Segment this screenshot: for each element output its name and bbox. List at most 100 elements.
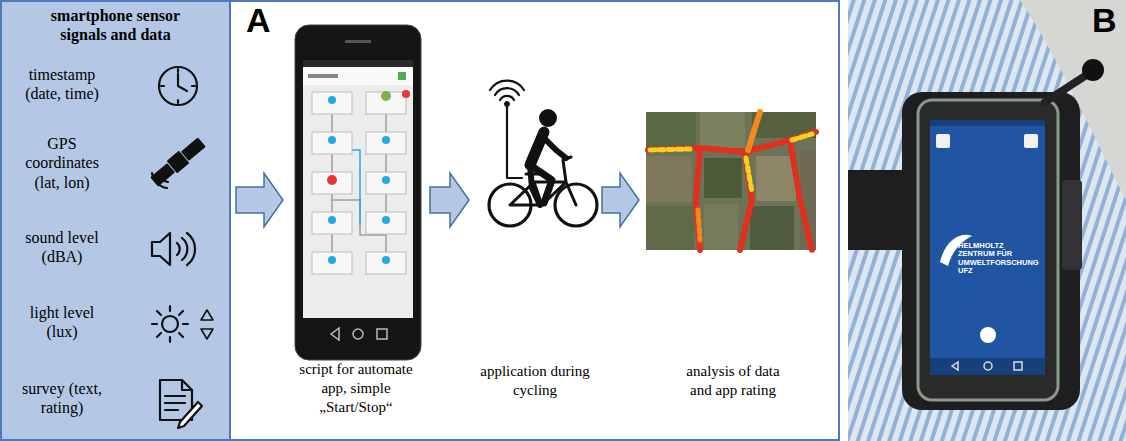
clock-icon	[159, 67, 197, 105]
cyclist-icon	[542, 136, 566, 158]
armband-photo	[984, 362, 992, 370]
clock-icon	[178, 74, 187, 91]
step-caption: application during cycling	[479, 362, 591, 400]
map-thumbnail	[650, 149, 690, 150]
smartphone-illustration	[382, 136, 390, 144]
armband-photo	[918, 100, 1058, 400]
sensor-item: sound level (dBA)	[14, 228, 110, 266]
step-caption: script for automate app, simple „Start/S…	[290, 360, 422, 416]
smartphone-illustration	[382, 256, 390, 264]
cyclist-icon	[500, 96, 514, 100]
armband-photo	[1082, 59, 1104, 81]
armband-photo	[930, 120, 1045, 375]
sun-icon	[201, 310, 213, 339]
map-thumbnail	[750, 206, 794, 250]
smartphone-illustration	[377, 329, 387, 339]
block-arrow	[430, 173, 469, 227]
cyclist-icon	[510, 157, 576, 205]
map-thumbnail	[748, 112, 760, 150]
smartphone-illustration	[353, 329, 363, 339]
armband-photo	[980, 327, 996, 343]
screen-logo-text: HELMHOLTZ ZENTRUM FÜR UMWELTFORSCHUNG UF…	[958, 242, 1042, 275]
map-thumbnail	[790, 140, 812, 250]
map-thumbnail	[648, 112, 816, 250]
sensor-item: GPS coordinates (lat, lon)	[14, 134, 110, 192]
smartphone-illustration	[402, 90, 410, 98]
cyclist-icon	[495, 88, 519, 95]
smartphone-illustration	[366, 92, 406, 114]
speaker-icon	[152, 233, 195, 265]
speaker-icon	[152, 233, 170, 265]
armband-photo	[902, 92, 1080, 410]
sensor-item: light level (lux)	[14, 303, 110, 341]
panel-title: smartphone sensor signals and data	[28, 6, 204, 44]
armband-photo	[1024, 134, 1038, 148]
smartphone-illustration	[312, 92, 352, 114]
armband-photo	[848, 0, 1126, 441]
process-step: analysis of data and app rating	[643, 100, 823, 400]
smartphone-illustration	[328, 96, 390, 264]
smartphone-illustration	[295, 25, 421, 360]
map-thumbnail	[746, 158, 752, 192]
sun-icon	[152, 306, 188, 342]
smartphone-illustration	[328, 96, 336, 104]
clock-icon	[161, 69, 195, 103]
map-thumbnail	[700, 112, 745, 148]
sensor-panel: smartphone sensor signals and data timest…	[0, 0, 231, 441]
map-thumbnail	[756, 156, 796, 201]
step-caption: analysis of data and app rating	[684, 362, 782, 400]
smartphone-illustration	[295, 25, 421, 360]
panel-letter: B	[1092, 2, 1117, 39]
process-step: script for automate app, simple „Start/S…	[287, 20, 425, 416]
armband-photo	[952, 362, 1022, 370]
armband-photo	[930, 358, 1045, 375]
satellite-icon	[151, 137, 206, 186]
smartphone-illustration	[345, 40, 371, 43]
smartphone-illustration	[398, 72, 406, 80]
satellite-icon	[152, 172, 168, 188]
smartphone-illustration	[303, 67, 413, 85]
map-thumbnail	[696, 148, 700, 250]
smartphone-illustration	[303, 60, 413, 318]
cyclist-icon	[539, 109, 557, 127]
map-thumbnail	[646, 112, 696, 148]
smartphone-illustration	[366, 172, 406, 194]
armband-photo	[952, 362, 958, 370]
smartphone-illustration	[352, 150, 360, 225]
smartphone-illustration	[366, 132, 406, 154]
sensor-item: survey (text, rating)	[14, 379, 110, 417]
block-arrow	[602, 173, 639, 227]
smartphone-illustration	[312, 172, 352, 194]
smartphone-illustration	[312, 212, 352, 234]
smartphone-illustration	[303, 60, 413, 67]
armband-photo	[1062, 180, 1082, 270]
cyclist-icon	[507, 106, 522, 178]
map-thumbnail	[698, 210, 700, 240]
map-thumbnail	[704, 158, 742, 198]
smartphone-illustration	[312, 92, 406, 274]
survey-icon	[178, 402, 202, 428]
cyclist-icon	[489, 81, 597, 226]
satellite-icon	[151, 137, 206, 188]
smartphone-illustration	[327, 175, 337, 185]
smartphone-illustration	[328, 256, 336, 264]
smartphone-illustration	[382, 176, 390, 184]
map-thumbnail	[792, 134, 812, 140]
process-step: application during cycling	[473, 60, 597, 400]
armband-photo	[1045, 76, 1085, 102]
sun-icon	[152, 306, 213, 342]
survey-icon	[165, 396, 185, 410]
armband-photo	[936, 134, 950, 148]
map-thumbnail	[646, 112, 816, 250]
smartphone-illustration	[331, 328, 387, 340]
smartphone-illustration	[312, 252, 352, 274]
smartphone-illustration	[331, 328, 339, 340]
map-thumbnail	[646, 206, 694, 250]
satellite-icon	[182, 139, 204, 160]
armband-photo	[848, 0, 1126, 441]
smartphone-illustration	[382, 216, 390, 224]
map-thumbnail	[740, 152, 752, 250]
map-thumbnail	[646, 156, 692, 202]
sensor-item: timestamp (date, time)	[14, 65, 110, 103]
